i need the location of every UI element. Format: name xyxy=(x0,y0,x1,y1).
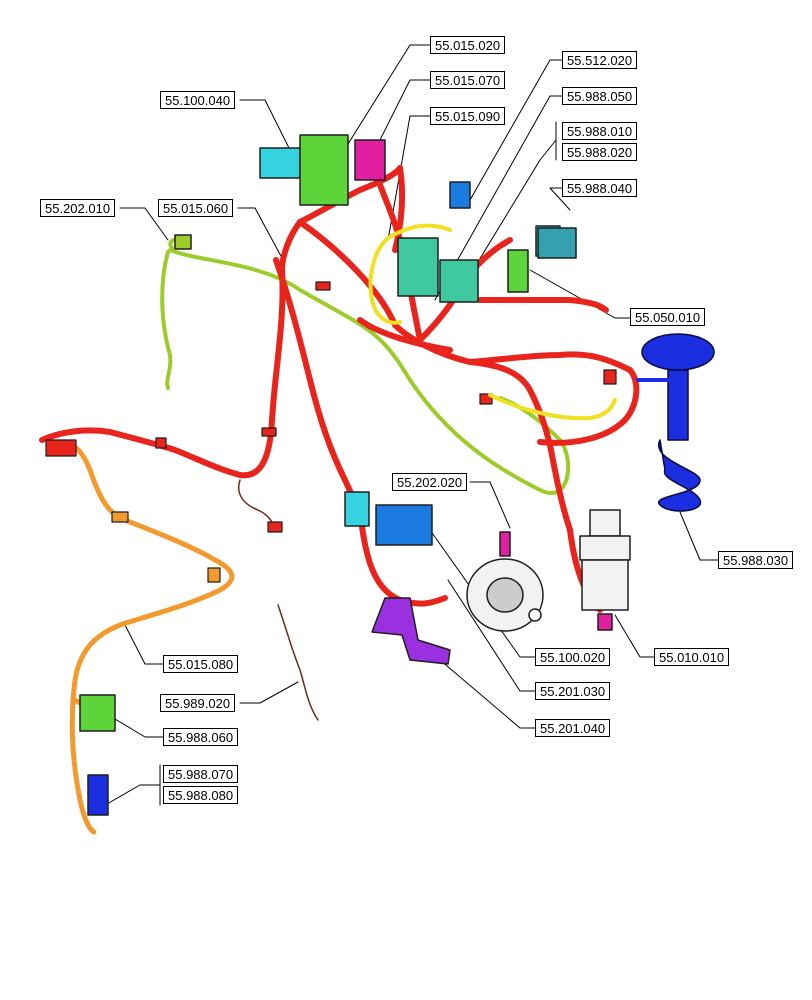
leader-55-989-020 xyxy=(239,681,299,704)
leader-55-015-060 xyxy=(237,207,283,259)
fuel-filter xyxy=(579,509,631,611)
leader-55-050-010 xyxy=(529,269,631,319)
harness-clips xyxy=(45,281,617,533)
leader-55-988-060 xyxy=(109,715,164,738)
purple-bracket xyxy=(371,597,451,665)
leader-55-512-020 xyxy=(469,59,563,201)
magenta-part xyxy=(354,139,613,631)
callout-55-512-020: 55.512.020 xyxy=(562,51,638,69)
callout-55-988-030: 55.988.030 xyxy=(718,551,794,569)
callout-55-988-070: 55.988.070 xyxy=(163,765,239,783)
leader-55-015-070 xyxy=(379,79,431,141)
callout-55-989-020: 55.989.020 xyxy=(160,694,236,712)
callout-55-988-080: 55.988.080 xyxy=(163,786,239,804)
callout-55-988-060: 55.988.060 xyxy=(163,728,239,746)
leader-55-010-010 xyxy=(614,614,655,658)
callout-55-015-080: 55.015.080 xyxy=(163,655,239,673)
callout-55-988-050: 55.988.050 xyxy=(562,87,638,105)
leader-55-202-010 xyxy=(119,207,169,241)
leader-55-015-080 xyxy=(124,624,164,665)
leader-55-015-090 xyxy=(387,115,431,241)
callout-55-202-020: 55.202.020 xyxy=(392,473,468,491)
callout-55-010-010: 55.010.010 xyxy=(654,648,730,666)
harness-dark-wires xyxy=(238,479,319,721)
callout-55-988-010: 55.988.010 xyxy=(562,122,638,140)
leader-55-988-050 xyxy=(434,95,563,301)
green-modules xyxy=(79,134,529,732)
dark-connectors xyxy=(87,774,109,816)
callout-55-201-040: 55.201.040 xyxy=(535,719,611,737)
callout-55-015-020: 55.015.020 xyxy=(430,36,506,54)
callout-55-015-060: 55.015.060 xyxy=(158,199,234,217)
cyan-valve xyxy=(537,227,577,259)
callout-55-100-040: 55.100.040 xyxy=(160,91,236,109)
leader-55-100-020 xyxy=(429,529,536,658)
orange-harness-details xyxy=(111,511,221,583)
leader-55-201-040 xyxy=(439,659,536,729)
fuel-level-sender xyxy=(636,333,715,512)
callout-55-988-020: 55.988.020 xyxy=(562,143,638,161)
leader-55-988-040 xyxy=(549,187,571,211)
callout-55-202-010: 55.202.010 xyxy=(40,199,116,217)
leader-55-988-030 xyxy=(679,511,719,561)
cyan-components xyxy=(259,147,561,546)
leader-lines xyxy=(99,44,719,809)
alternator xyxy=(466,558,544,632)
leader-55-015-020 xyxy=(337,44,431,161)
callout-55-201-030: 55.201.030 xyxy=(535,682,611,700)
callout-55-100-020: 55.100.020 xyxy=(535,648,611,666)
teal-module xyxy=(397,237,479,303)
callout-55-015-070: 55.015.070 xyxy=(430,71,506,89)
callout-55-050-010: 55.050.010 xyxy=(630,308,706,326)
leader-55-100-040 xyxy=(239,99,291,151)
leader-55-988-010b xyxy=(469,139,557,276)
callout-55-988-040: 55.988.040 xyxy=(562,179,638,197)
leader-55-988-080 xyxy=(99,784,161,809)
green-cable-connector xyxy=(174,234,192,250)
leader-55-202-020 xyxy=(469,481,511,529)
leader-55-201-030 xyxy=(447,579,536,692)
callout-55-015-090: 55.015.090 xyxy=(430,107,506,125)
yellow-cable xyxy=(368,223,617,421)
